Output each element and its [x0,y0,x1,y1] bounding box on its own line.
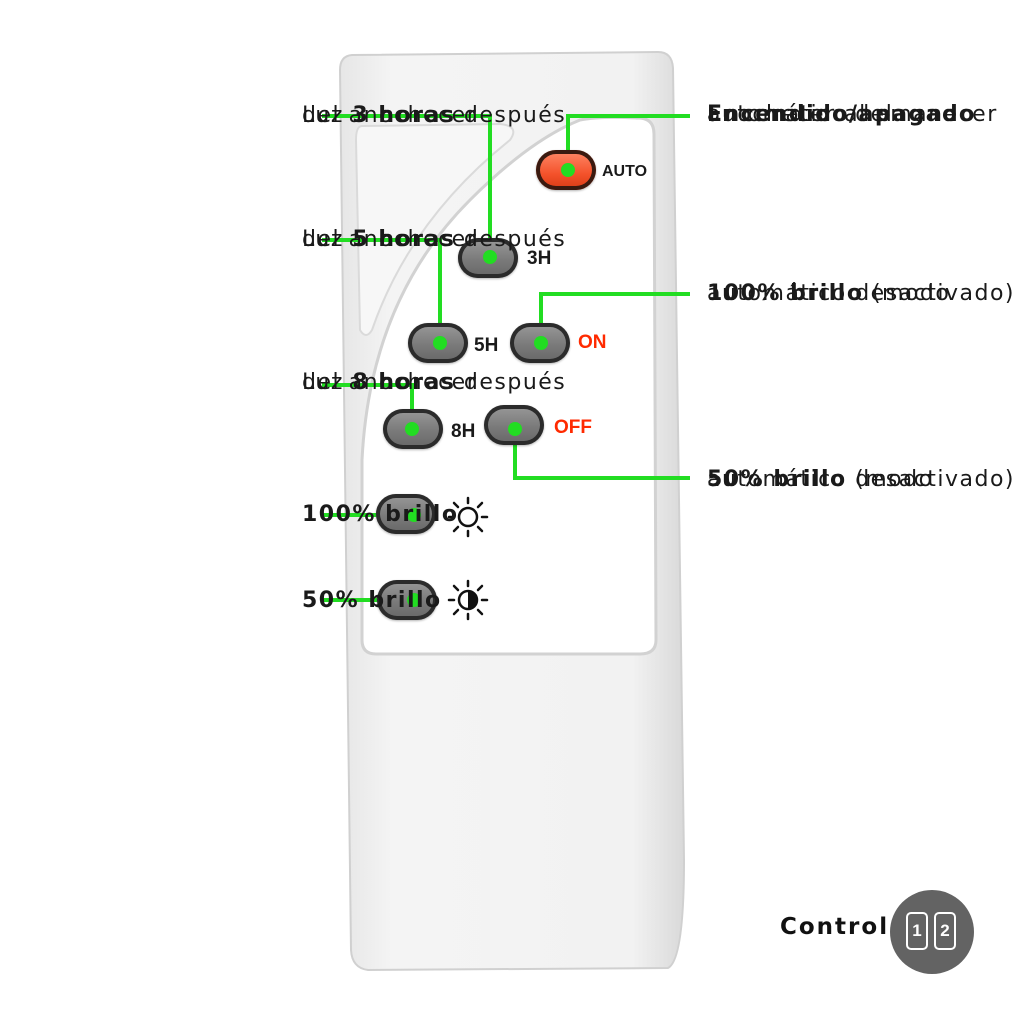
leader-line-3h [322,114,492,256]
control-badge: 1 2 [890,890,974,974]
half-brightness-button-marker [407,593,421,607]
five-hours-button-label: 5H [474,335,499,356]
three-hours-button-label: 3H [527,248,552,269]
on-button-label: ON [578,332,607,353]
full-brightness-button[interactable] [376,494,436,534]
full-brightness-button-marker [407,508,421,522]
remote-outer-bevel [354,122,515,336]
eight-hours-button-label: 8H [451,421,476,442]
off-button-label: OFF [554,417,592,438]
on-button-marker [534,336,548,350]
off-button-marker [508,422,522,436]
three-hours-button-marker [483,250,497,264]
five-hours-button-marker [433,336,447,350]
auto-button-label: AUTO [602,163,648,180]
auto-button-marker [561,163,575,177]
sun-half-icon [447,579,489,621]
control-label: Control [780,914,890,940]
leader-line-off [513,429,690,480]
leader-line-5h [322,238,442,343]
control-slot-1: 1 [906,912,928,950]
control-slot-2: 2 [934,912,956,950]
eight-hours-button-marker [405,422,419,436]
sun-outline-icon [447,496,489,538]
